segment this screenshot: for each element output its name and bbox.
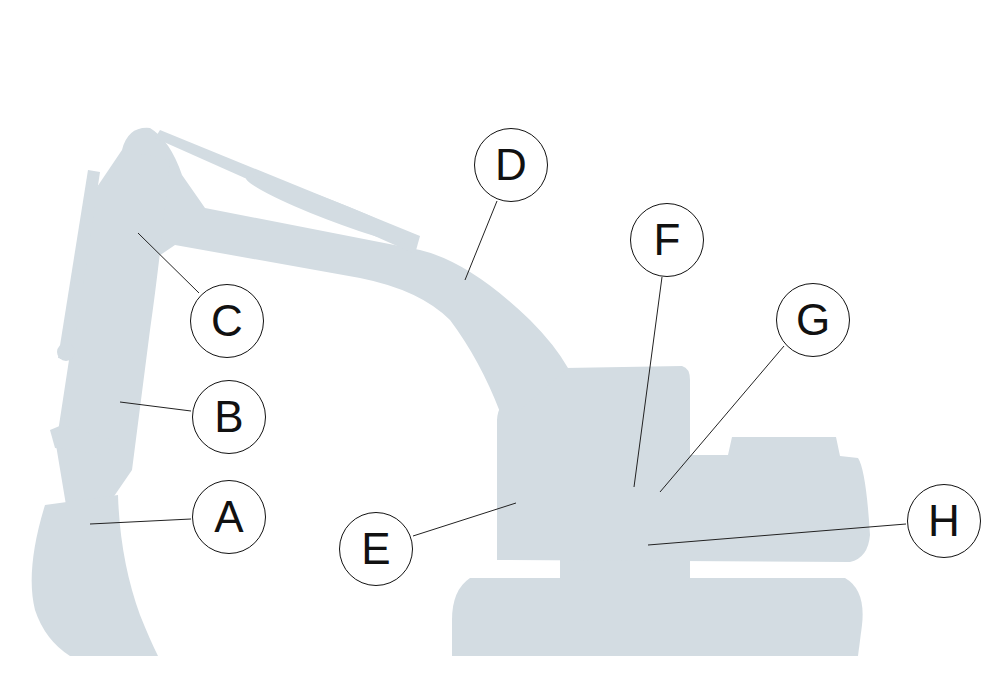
boom-cylinder xyxy=(155,130,420,254)
undercarriage xyxy=(560,558,690,582)
callout-letter: E xyxy=(361,527,390,571)
bucket xyxy=(32,495,158,656)
leader-line xyxy=(648,524,906,545)
leader-line xyxy=(465,201,497,280)
leader-line xyxy=(660,346,784,492)
callout-circle: B xyxy=(192,380,266,454)
leader-line xyxy=(90,519,191,524)
bucket-linkage xyxy=(50,425,112,455)
callout-circle: F xyxy=(630,203,704,277)
callout-letter: F xyxy=(654,218,681,262)
callout-letter: G xyxy=(796,298,830,342)
callout-circle: D xyxy=(474,128,548,202)
callout-circle: A xyxy=(192,480,266,554)
bucket-cylinder xyxy=(58,170,100,360)
pivot xyxy=(57,343,75,361)
boom-cylinder-body xyxy=(242,168,417,251)
callout-letter: A xyxy=(214,495,243,539)
track xyxy=(452,578,863,656)
callout-letter: B xyxy=(214,395,243,439)
boom xyxy=(122,128,568,412)
leader-line xyxy=(138,233,199,293)
leader-line xyxy=(120,402,191,411)
callout-letter: C xyxy=(211,299,243,343)
callout-circle: H xyxy=(907,484,981,558)
callout-letter: D xyxy=(495,143,527,187)
callout-circle: E xyxy=(339,512,413,586)
leader-line xyxy=(634,277,662,487)
leader-line xyxy=(413,503,516,536)
stick xyxy=(56,150,170,505)
callout-circle: G xyxy=(776,283,850,357)
callout-circle: C xyxy=(190,284,264,358)
callout-letter: H xyxy=(928,499,960,543)
